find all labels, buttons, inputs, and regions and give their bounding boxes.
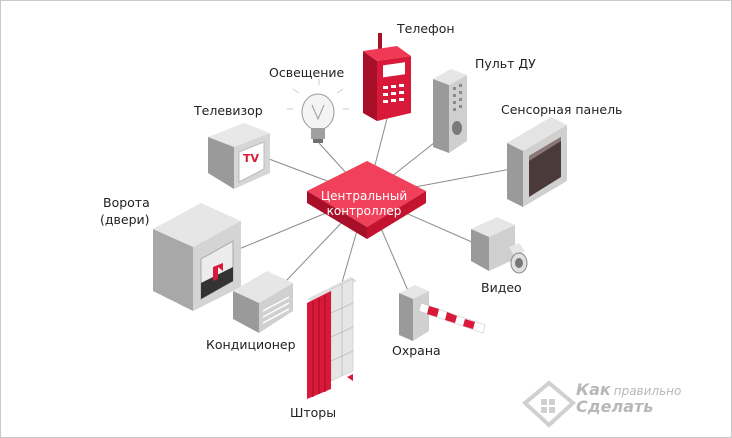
label-security: Охрана (392, 343, 441, 358)
remote-control-icon (433, 69, 467, 153)
security-barrier-icon (399, 285, 486, 341)
label-ac: Кондиционер (206, 337, 296, 352)
touch-panel-icon (507, 117, 567, 207)
label-phone: Телефон (397, 21, 455, 36)
label-video: Видео (481, 280, 522, 295)
video-camera-icon (471, 217, 528, 274)
label-touch-panel: Сенсорная панель (501, 102, 623, 117)
central-controller (307, 161, 426, 239)
gate-icon (153, 203, 241, 311)
air-conditioner-icon (233, 271, 293, 333)
label-tv: Телевизор (194, 103, 263, 118)
tv-icon (208, 123, 270, 189)
curtains-icon (307, 277, 357, 399)
label-lighting: Освещение (269, 65, 345, 80)
label-gate-line1: Ворота (103, 195, 150, 210)
label-curtains: Шторы (290, 405, 337, 420)
watermark-word2: правильно (613, 384, 682, 398)
watermark-word3: Сделать (576, 397, 654, 416)
watermark-word1: Как (576, 380, 611, 399)
central-controller-label: Центральный контроллер (301, 189, 427, 219)
label-remote: Пульт ДУ (475, 56, 536, 71)
central-controller-line1: Центральный (320, 189, 408, 203)
phone-icon (363, 33, 411, 121)
watermark-house-icon (521, 380, 577, 428)
label-gate-line2: (двери) (100, 212, 150, 227)
tv-screen-label: TV (243, 152, 260, 165)
central-controller-line2: контроллер (326, 204, 402, 218)
lightbulb-icon (287, 79, 349, 143)
